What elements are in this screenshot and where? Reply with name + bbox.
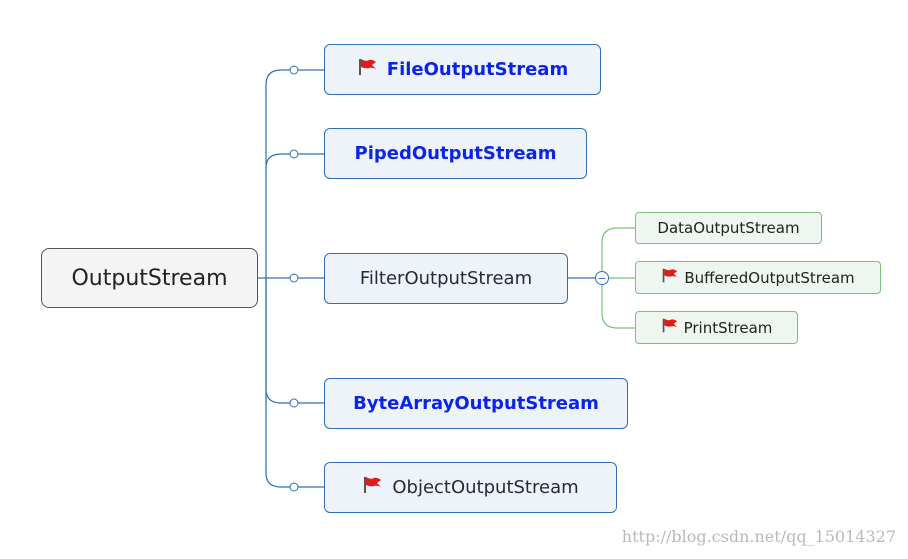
red-flag-icon — [661, 267, 678, 288]
node-label: FilterOutputStream — [359, 268, 533, 289]
red-flag-icon — [362, 475, 382, 500]
collapse-toggle-icon[interactable]: − — [595, 271, 609, 285]
node-filteroutputstream[interactable]: FilterOutputStream — [324, 253, 568, 304]
leaf-dataoutputstream[interactable]: DataOutputStream — [635, 212, 822, 244]
node-label: PipedOutputStream — [354, 143, 557, 164]
red-flag-icon — [357, 57, 377, 82]
leaf-label: BufferedOutputStream — [684, 268, 855, 287]
node-label: ByteArrayOutputStream — [353, 393, 599, 414]
node-label: FileOutputStream — [386, 59, 569, 80]
root-label: OutputStream — [71, 265, 228, 291]
node-fileoutputstream[interactable]: FileOutputStream — [324, 44, 601, 95]
watermark-text: http://blog.csdn.net/qq_15014327 — [621, 527, 896, 546]
leaf-label: DataOutputStream — [657, 219, 800, 237]
node-label: ObjectOutputStream — [392, 477, 579, 498]
root-node-outputstream[interactable]: OutputStream — [41, 248, 258, 308]
node-pipedoutputstream[interactable]: PipedOutputStream — [324, 128, 587, 179]
node-bytearrayoutputstream[interactable]: ByteArrayOutputStream — [324, 378, 628, 429]
leaf-printstream[interactable]: PrintStream — [635, 311, 798, 344]
red-flag-icon — [661, 317, 678, 338]
node-objectoutputstream[interactable]: ObjectOutputStream — [324, 462, 617, 513]
leaf-label: PrintStream — [683, 318, 773, 337]
leaf-bufferedoutputstream[interactable]: BufferedOutputStream — [635, 261, 881, 294]
